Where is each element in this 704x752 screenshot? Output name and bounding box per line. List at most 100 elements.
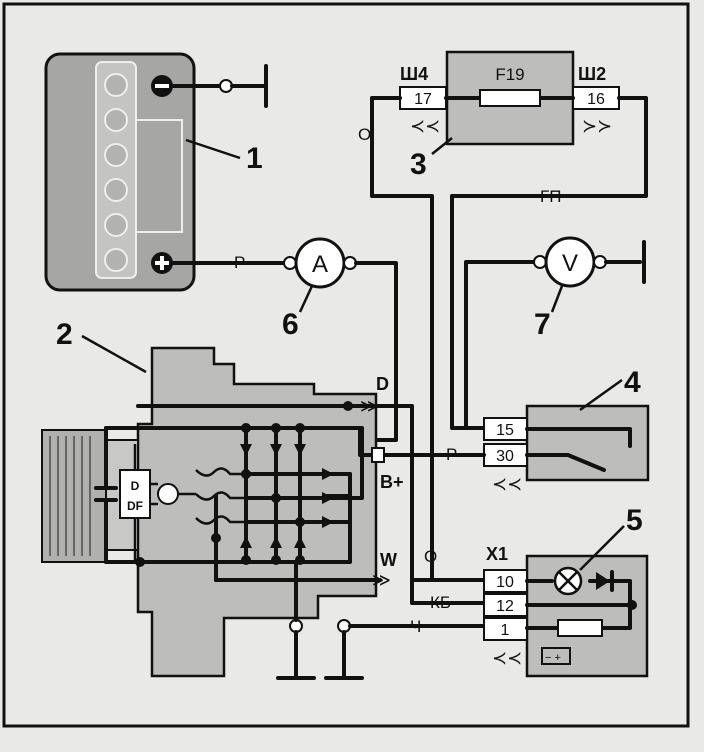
leader-voltmeter: [550, 285, 564, 313]
terminal-w-arrow-icon: ≫: [372, 570, 391, 590]
gen-d-out: [370, 404, 486, 582]
terminal-bplus-label: B+: [380, 472, 404, 492]
fuse-connector-right-label: Ш2: [578, 64, 606, 84]
wire-label-fuse-left: О: [358, 125, 371, 144]
ammeter-connector-left: [283, 256, 297, 270]
junction-dot: [135, 557, 145, 567]
wire-label-pin12: КБ: [430, 593, 451, 612]
plus-sign-v: [160, 256, 164, 270]
wire-label-pin1: Ч: [410, 617, 421, 636]
battery-symbol-signs: − +: [545, 652, 561, 664]
switch-pin-30-label: 30: [496, 448, 514, 465]
cluster-connector-label: X1: [486, 544, 508, 564]
battery-symbol-icon: [541, 647, 571, 665]
ammeter-label: A: [312, 251, 328, 278]
battery: [44, 52, 196, 292]
battery-cell: [104, 108, 128, 132]
diode-icon: [322, 516, 334, 528]
generator: [41, 346, 378, 678]
leader-generator: [81, 334, 147, 374]
lamp-filament: [558, 571, 578, 591]
wire-label-fuse-right: ГП: [540, 187, 561, 206]
rotor-brush-icon: [157, 483, 179, 505]
switch-contact-line: [525, 427, 632, 448]
switch-connector-icon: ≺≺: [492, 474, 522, 494]
voltmeter-wire: [464, 260, 536, 430]
battery-cell: [104, 248, 128, 272]
fuse-connector-left-icon: ≺≺: [410, 116, 440, 136]
junction-dot: [343, 401, 353, 411]
voltmeter-label: V: [562, 250, 578, 277]
fuse-connector-left-label: Ш4: [400, 64, 428, 84]
callout-battery: 1: [246, 142, 263, 175]
leader-indicator-lamp: [579, 525, 625, 571]
junction-dot: [295, 517, 305, 527]
diode-icon: [240, 444, 252, 456]
minus-sign: [155, 84, 169, 88]
diode-icon: [294, 536, 306, 548]
terminal-bplus-icon: [371, 447, 385, 463]
callout-ammeter: 6: [282, 308, 299, 341]
battery-cell: [104, 143, 128, 167]
diagram-frame: [2, 2, 690, 728]
callout-voltmeter: 7: [534, 308, 551, 341]
fuse-pin-left-label: 17: [414, 91, 432, 108]
cluster-diode-icon: [596, 572, 610, 590]
voltmeter-connector-left: [533, 255, 547, 269]
wire-label-pin10: О: [424, 547, 437, 566]
fuse-element-icon: [479, 89, 541, 107]
battery-outline-line: [136, 119, 183, 233]
battery-cell: [104, 213, 128, 237]
leader-fuse-block: [431, 137, 453, 155]
pin12-wire: [410, 578, 486, 605]
cluster-connector-icon: ≺≺: [492, 648, 522, 668]
diode-icon: [240, 536, 252, 548]
callout-generator: 2: [56, 318, 73, 351]
junction-dot: [271, 493, 281, 503]
capacitor-icon: [94, 486, 118, 502]
pulley-grooves: [49, 436, 91, 556]
junction-dot: [241, 423, 251, 433]
junction-dot: [241, 555, 251, 565]
terminal-d-label: D: [376, 374, 389, 394]
cluster-pin-1-label: 1: [501, 622, 510, 639]
cluster-pin-10-label: 10: [496, 574, 514, 591]
terminal-w-label: W: [380, 550, 397, 570]
regulator-wire: [133, 444, 158, 562]
terminal-d-arrow-icon: ≫: [360, 396, 379, 416]
battery-cell: [104, 73, 128, 97]
stator-winding-icon: [195, 467, 246, 525]
leader-ammeter: [298, 285, 314, 313]
leader-ignition-switch: [579, 378, 623, 412]
junction-dot: [271, 555, 281, 565]
fuse-pin-right-label: 16: [587, 91, 605, 108]
diode-icon: [294, 444, 306, 456]
leader-battery: [185, 138, 241, 160]
cluster-pin-12-label: 12: [496, 598, 514, 615]
junction-dot: [271, 423, 281, 433]
diode-icon: [322, 492, 334, 504]
cluster-resistor-icon: [557, 619, 603, 637]
regulator-d-label: D: [131, 479, 140, 493]
wire-label-battery-ammeter: Р: [234, 253, 245, 272]
diode-icon: [270, 444, 282, 456]
fuse-right-wire: [450, 96, 648, 430]
junction-dot: [211, 533, 221, 543]
callout-indicator-lamp: 5: [626, 504, 643, 537]
fuse-connector-right-icon: ≻≻: [582, 116, 612, 136]
diode-return: [348, 426, 364, 524]
wire-label-switch-30: Р: [446, 445, 457, 464]
diode-icon: [322, 468, 334, 480]
instrument-cluster: [525, 554, 649, 678]
battery-cell: [104, 178, 128, 202]
callout-ignition-switch: 4: [624, 366, 641, 399]
callout-fuse-block: 3: [410, 148, 427, 181]
switch-lever-icon: [525, 453, 606, 472]
junction-dot: [627, 600, 637, 610]
diode-icon: [270, 536, 282, 548]
junction-dot: [241, 469, 251, 479]
ammeter-bplus-wire: [354, 261, 398, 442]
fuse-name: F19: [495, 65, 524, 84]
regulator-df-label: DF: [127, 499, 143, 513]
